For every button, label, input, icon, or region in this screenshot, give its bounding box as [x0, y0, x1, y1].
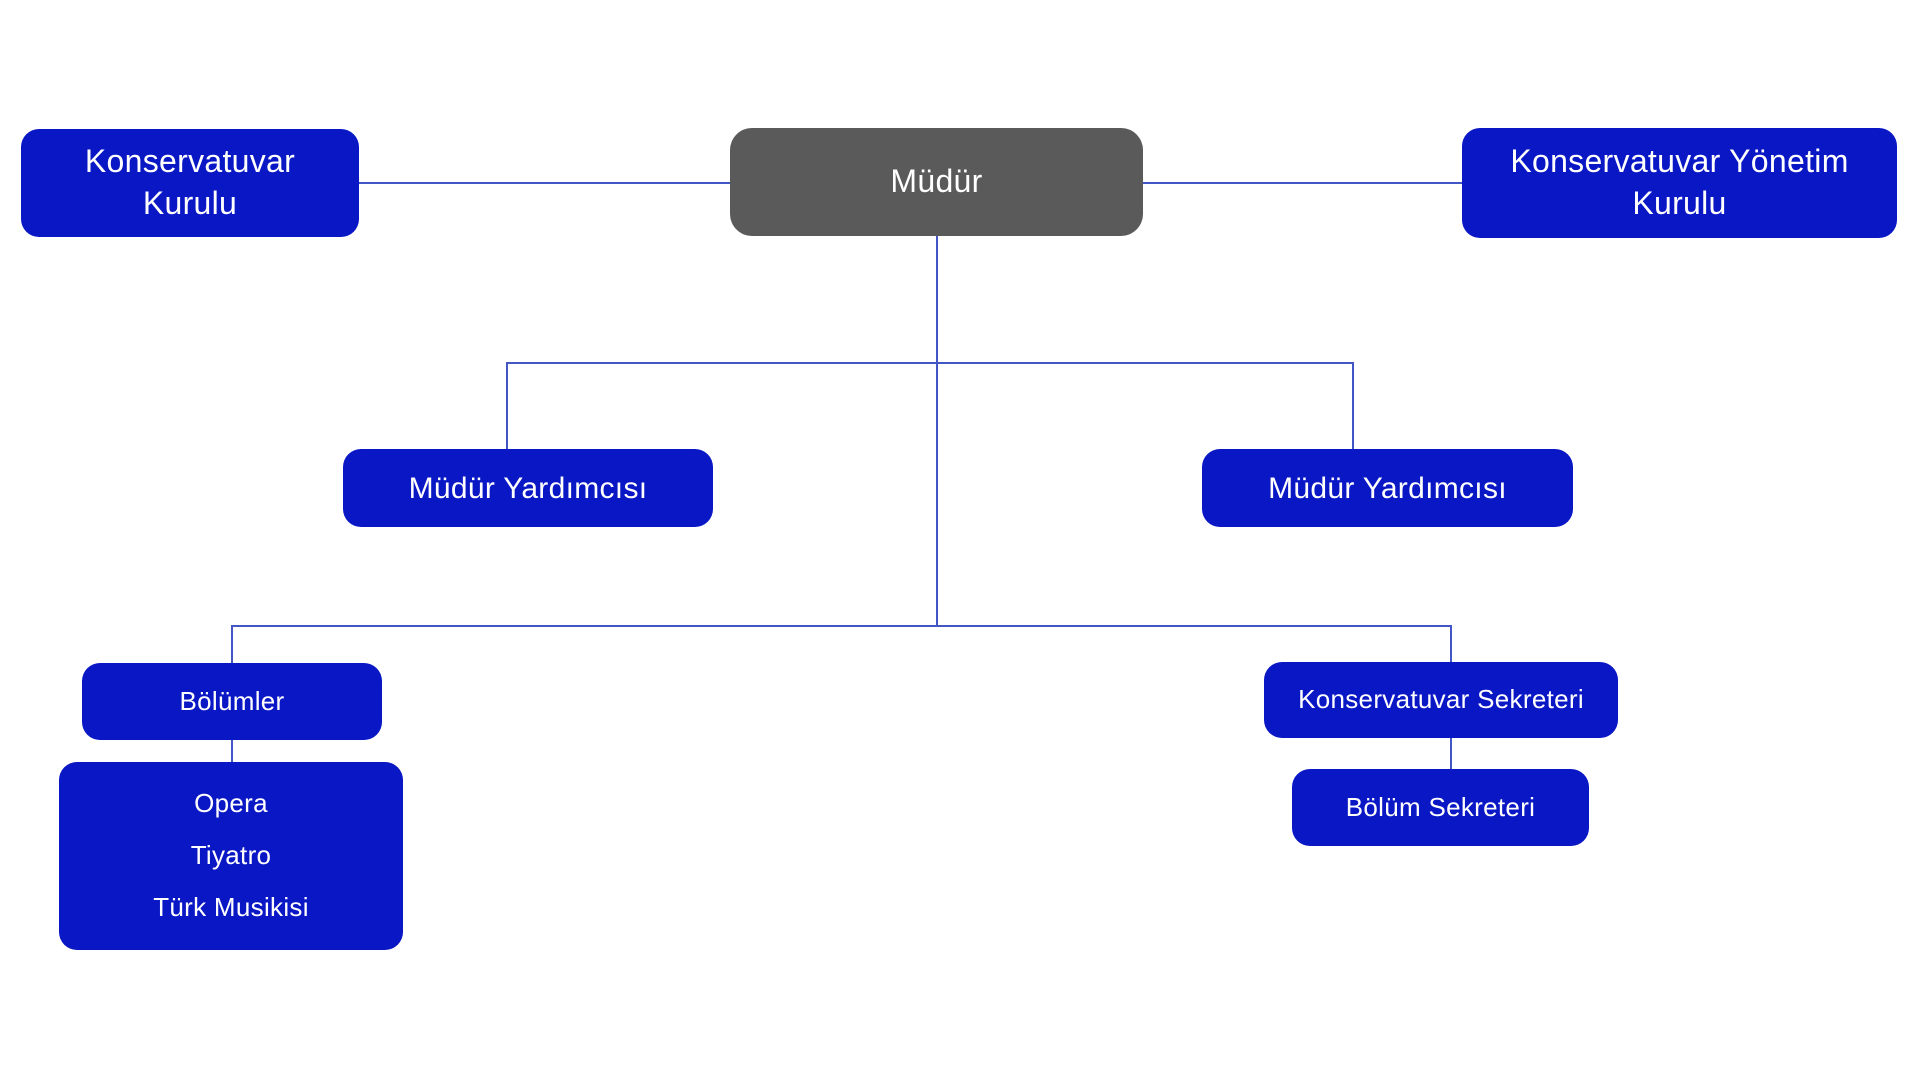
connector-drop-sekreteri: [1450, 625, 1452, 663]
connector-sekreteri-to-bolum-sekreteri: [1450, 738, 1452, 769]
connector-kurulu-to-mudur: [359, 182, 730, 184]
connector-mudur-to-yonetim-kurulu: [1143, 182, 1462, 184]
connector-drop-bolumler: [231, 625, 233, 663]
node-label: Konservatuvar Sekreteri: [1298, 684, 1584, 715]
node-bolum-sekreteri: Bölüm Sekreteri: [1292, 769, 1589, 846]
department-item: Opera: [194, 788, 268, 819]
node-mudur-yardimcisi-left: Müdür Yardımcısı: [343, 449, 713, 527]
department-list: Opera Tiyatro Türk Musikisi: [153, 787, 309, 924]
node-label: Müdür Yardımcısı: [408, 471, 648, 505]
node-label: Konservatuvar Kurulu: [84, 143, 296, 221]
node-label: Bölüm Sekreteri: [1345, 791, 1536, 822]
department-item: Tiyatro: [190, 840, 272, 871]
connector-mudur-trunk: [936, 236, 938, 626]
node-konservatuvar-kurulu: Konservatuvar Kurulu: [21, 129, 359, 237]
department-item: Türk Musikisi: [153, 891, 309, 922]
connector-level2-horizontal: [506, 362, 1354, 364]
connector-bolumler-to-departments: [231, 740, 233, 762]
node-label: Konservatuvar Yönetim Kurulu: [1510, 143, 1849, 221]
connector-level3-horizontal: [231, 625, 1452, 627]
node-konservatuvar-yonetim-kurulu: Konservatuvar Yönetim Kurulu: [1462, 128, 1897, 238]
node-mudur: Müdür: [730, 128, 1143, 236]
node-konservatuvar-sekreteri: Konservatuvar Sekreteri: [1264, 662, 1618, 738]
node-label: Müdür Yardımcısı: [1268, 471, 1507, 505]
connector-drop-yardimci-left: [506, 362, 508, 449]
node-mudur-yardimcisi-right: Müdür Yardımcısı: [1202, 449, 1573, 527]
connector-drop-yardimci-right: [1352, 362, 1354, 449]
node-bolumler: Bölümler: [82, 663, 382, 740]
node-label: Bölümler: [179, 685, 285, 716]
node-label: Müdür: [890, 163, 983, 200]
node-departments: Opera Tiyatro Türk Musikisi: [59, 762, 403, 950]
